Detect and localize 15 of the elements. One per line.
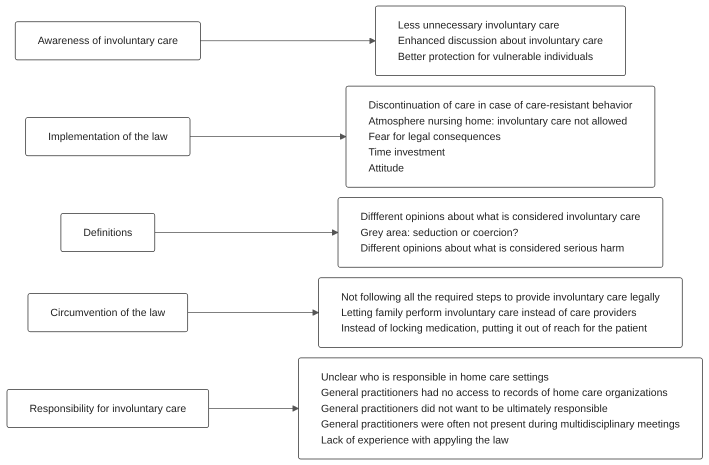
- node-box: Implementation of the law: [25, 117, 190, 156]
- node-box: Discontinuation of care in case of care-resistant behavior Atmosphere nursing home: involuntary care not allowed Fear for legal consequences Time investment Attitude: [345, 86, 656, 188]
- node-box: Less unnecessary involuntary care Enhanced discussion about involuntary care Better protection for vulnerable individuals: [374, 6, 626, 76]
- arrow: [154, 229, 338, 236]
- node-box: Circumvention of the law: [27, 293, 188, 332]
- arrow: [187, 309, 319, 316]
- node-box: Not following all the required steps to provide involuntary care legally Letting family perform involuntary care instead of care providers Instead of locking medication, putting it out of reach for the patient: [318, 277, 682, 348]
- node-box: Responsibility for involuntary care: [6, 388, 209, 428]
- node-box: Diffferent opinions about what is considered involuntary care Grey area: seduction or coercion? Different opinions about what is considered serious harm: [337, 197, 664, 268]
- arrow: [189, 133, 346, 140]
- node-box: Definitions: [60, 213, 155, 252]
- arrow: [208, 405, 299, 412]
- node-box: Awareness of involuntary care: [14, 21, 201, 60]
- node-box: Unclear who is responsible in home care settings General practitioners had no access to records of home care organizations General practitioners did not want to be ultimately responsible General practitioners were often not present during multidisciplinary meetings Lack of experience with appyling the law: [298, 358, 703, 460]
- arrow: [200, 38, 376, 44]
